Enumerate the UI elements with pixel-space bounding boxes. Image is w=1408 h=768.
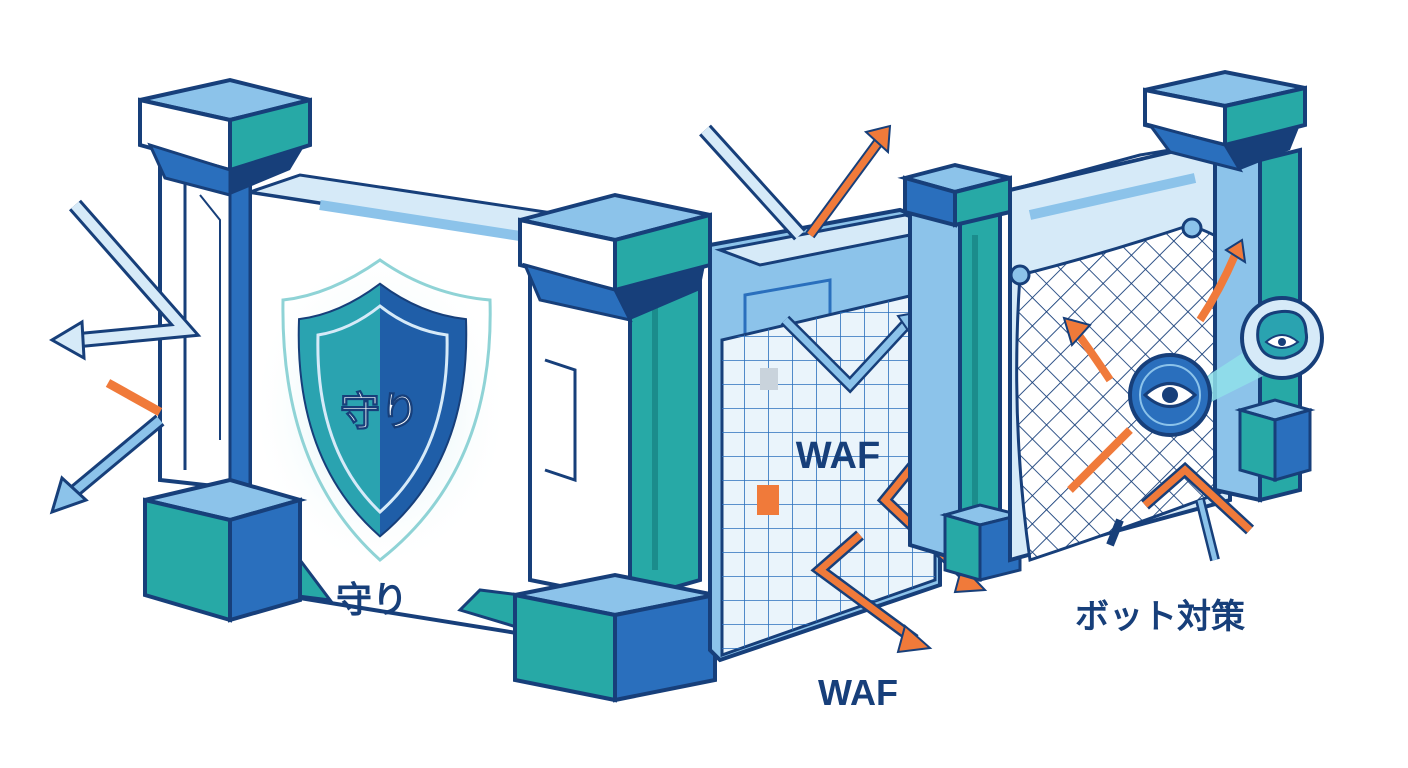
right-center-pillar (897, 162, 1022, 582)
waf-grid-icon (720, 288, 937, 658)
waf-label: WAF (818, 672, 898, 713)
defense-label: 守り (336, 580, 408, 621)
brain-eye-icon (1240, 296, 1324, 380)
bot-arrows (1062, 238, 1255, 562)
waf-panel-label: WAF (796, 435, 880, 477)
bot-label: ボット対策 (1075, 597, 1245, 637)
shield-icon (250, 250, 510, 570)
right-pillar (1143, 69, 1316, 503)
eye-icon (1128, 345, 1265, 437)
shield-badge-label: 守り (340, 389, 420, 435)
deflected-arrows-left (49, 199, 202, 515)
left-pillar (138, 77, 312, 623)
center-pillar (513, 192, 717, 703)
